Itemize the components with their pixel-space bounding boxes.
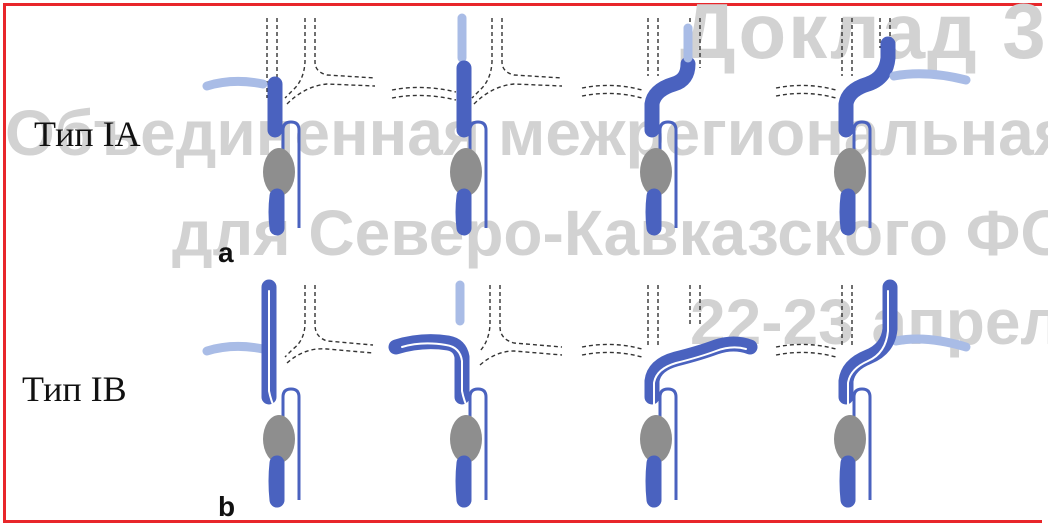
diagram-ia-3 <box>582 18 777 228</box>
diagram-ib-2 <box>392 285 577 500</box>
type-ib-label: Тип IB <box>22 368 127 410</box>
panel-a-label: a <box>218 237 234 269</box>
type-ia-label: Тип IA <box>34 113 141 155</box>
panel-b-label: b <box>218 491 235 523</box>
diagram-ib-3 <box>582 285 777 500</box>
diagram-ia-1 <box>205 18 390 228</box>
diagram-ib-1 <box>205 285 390 500</box>
diagram-ia-4 <box>776 18 976 228</box>
diagram-ib-4 <box>776 285 976 500</box>
diagram-ia-2 <box>392 18 577 228</box>
